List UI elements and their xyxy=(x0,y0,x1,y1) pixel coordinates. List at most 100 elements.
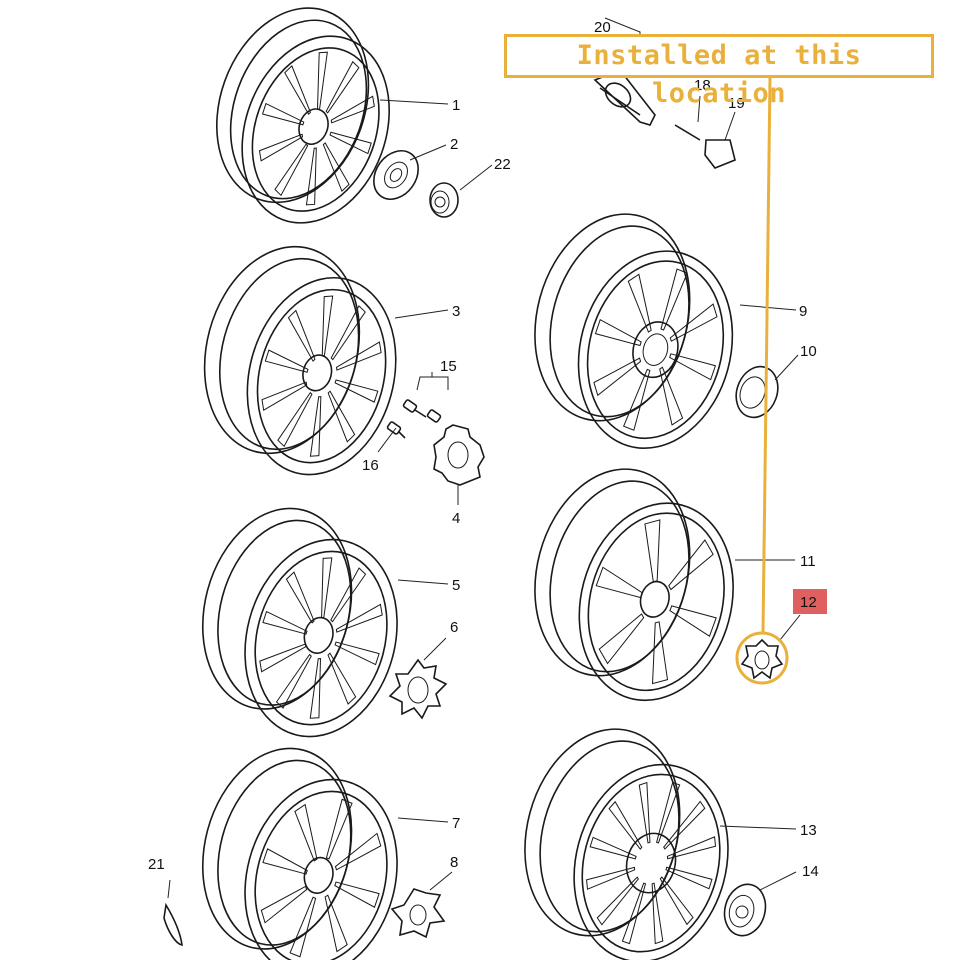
wheel-spoke xyxy=(669,303,718,342)
wheel-spoke xyxy=(334,379,379,403)
wheel-spoke xyxy=(334,881,380,908)
wheel-spoke xyxy=(596,876,639,926)
part-label: 13 xyxy=(800,822,817,839)
wheel-spoke xyxy=(621,882,647,945)
part-label: 2 xyxy=(450,136,458,153)
wheel-spoke xyxy=(598,613,645,665)
wheel-spoke xyxy=(325,798,353,860)
part-label: 20 xyxy=(594,19,611,36)
part-label: 5 xyxy=(452,577,460,594)
wheel-spoke xyxy=(309,658,322,719)
wheel-spoke xyxy=(277,391,313,448)
part-label: 10 xyxy=(800,343,817,360)
wheel-spoke xyxy=(594,318,642,347)
wheel-9 xyxy=(534,213,734,449)
part-labels: 1 2 22 3 15 16 4 9 10 11 12 5 6 7 8 21 1… xyxy=(148,19,827,880)
installed-location-callout: Installed at this location xyxy=(504,34,934,109)
wheel-spoke xyxy=(330,305,366,361)
part-label: 11 xyxy=(800,553,816,570)
hub-cover-2 xyxy=(373,150,419,200)
part-label: 9 xyxy=(799,303,807,320)
wheel-spoke xyxy=(335,341,382,371)
part-label: 18 xyxy=(694,77,711,94)
wheel-spoke xyxy=(329,131,372,155)
part-label: 22 xyxy=(494,156,511,173)
wheel-spoke xyxy=(652,621,669,685)
hub-cover-6 xyxy=(388,658,448,720)
wheel-11 xyxy=(534,468,734,702)
wheel-3 xyxy=(203,245,397,476)
part-label: 6 xyxy=(450,619,458,636)
wheel-spoke xyxy=(668,539,714,591)
wheel-spoke xyxy=(589,836,637,860)
wheel-spoke xyxy=(305,147,317,206)
wheel-spoke xyxy=(659,876,694,926)
highlight-badge xyxy=(793,589,827,614)
part-label: 15 xyxy=(440,358,457,375)
wheel-spoke xyxy=(627,273,652,333)
wheel-spoke xyxy=(262,610,308,635)
part-label: 19 xyxy=(728,95,745,112)
wheel-spoke xyxy=(327,390,356,443)
highlight-ring xyxy=(735,631,789,685)
part-label: 7 xyxy=(452,815,460,832)
wheel-spoke xyxy=(321,557,333,619)
leader-lines xyxy=(167,95,801,899)
wheel-spoke xyxy=(608,800,643,850)
wheel-spoke xyxy=(324,894,348,953)
wheel-spoke xyxy=(294,803,318,862)
wheel-spoke xyxy=(316,51,328,110)
wheel-spoke xyxy=(258,133,304,162)
wheel-spoke xyxy=(327,652,357,705)
wheel-spoke xyxy=(262,848,308,875)
wheel-spoke xyxy=(321,295,334,357)
hub-cover-12 xyxy=(740,638,784,680)
center-cap-10 xyxy=(735,365,779,419)
wheel-spoke xyxy=(287,309,316,362)
wheel-spoke xyxy=(656,781,681,844)
wheel-spoke xyxy=(264,349,309,373)
hub-cover-8 xyxy=(390,888,446,939)
wheel-spoke xyxy=(289,896,317,958)
wheel-5 xyxy=(201,507,398,738)
wheel-spoke xyxy=(663,800,706,850)
highlight-annotation xyxy=(735,77,789,685)
part-label: 14 xyxy=(802,863,819,880)
part-label: 4 xyxy=(452,510,460,527)
part-label: 21 xyxy=(148,856,165,873)
wheel-spoke xyxy=(309,396,322,457)
wheel-spoke xyxy=(260,885,308,924)
part-label: 3 xyxy=(452,303,460,320)
wheel-spoke xyxy=(659,366,684,426)
badge-21 xyxy=(163,902,183,946)
wheel-spoke xyxy=(593,357,642,397)
wheel-spoke xyxy=(660,268,688,331)
wheel-spoke xyxy=(651,882,664,945)
wheel-spoke xyxy=(261,102,305,126)
part-label: 16 xyxy=(362,457,379,474)
wheel-spoke xyxy=(666,836,717,860)
wheel-spoke xyxy=(334,641,380,666)
wheel-spoke xyxy=(595,566,644,599)
wheel-spoke xyxy=(259,643,307,673)
wheel-spoke xyxy=(275,653,312,709)
wheel-13 xyxy=(524,728,729,960)
wheel-spoke xyxy=(322,142,350,193)
wheel-spoke xyxy=(644,519,661,583)
wheel-spoke xyxy=(622,368,651,431)
hub-cover-4 xyxy=(433,424,485,486)
wheel-spoke xyxy=(330,567,367,623)
part-label: 1 xyxy=(452,97,460,114)
center-cap-22 xyxy=(429,182,459,218)
part-label-highlight: 12 xyxy=(800,594,817,611)
wheel-spoke xyxy=(274,143,309,197)
wheel-7 xyxy=(201,747,398,960)
bolts-15 xyxy=(386,372,449,439)
wheel-spoke xyxy=(669,605,717,637)
wheel-spoke xyxy=(586,866,636,890)
center-cap-14 xyxy=(723,883,767,937)
wheel-spoke xyxy=(665,866,713,890)
wheel-spoke xyxy=(334,832,382,871)
highlight-pointer-line xyxy=(761,77,772,633)
